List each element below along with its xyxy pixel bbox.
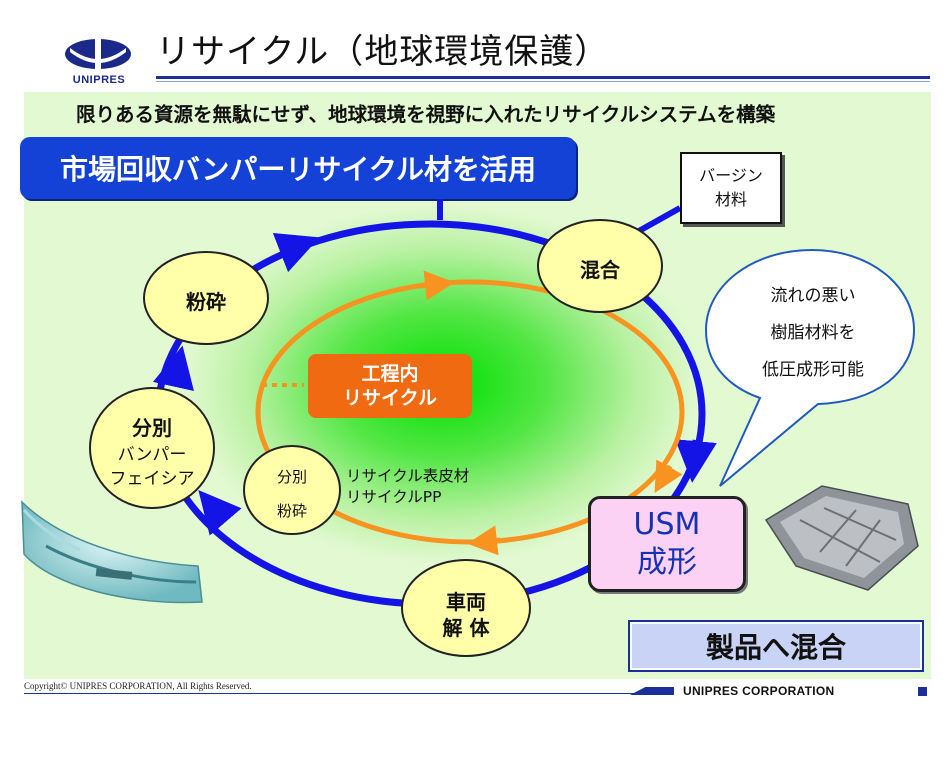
callout-text: 流れの悪い 樹脂材料を 低圧成形可能 [714,278,912,389]
footer-wedge [630,687,674,695]
crushing-label: 粉砕 [186,290,226,314]
logo-text: UNIPRES [72,74,126,86]
footer-square-icon [918,687,927,696]
orange-arrow-top [419,270,455,301]
virgin-label-1: バージン [699,166,763,185]
sorting-sub-label-2: フェイシア [109,469,195,489]
dismantle-label-2: 解 体 [442,616,490,640]
callout-line-1: 流れの悪い [770,286,856,306]
bumper-illustration [21,500,203,604]
orange-arrow-right [654,459,683,494]
copyright-text: Copyright© UNIPRES CORPORATION, All Righ… [24,681,252,691]
usm-molding-box: USM 成形 [588,496,746,592]
inprocess-label-2: リサイクル [342,387,438,409]
inner-sort-label-2: 粉砕 [276,502,307,520]
callout-line-3: 低圧成形可能 [762,360,864,380]
molded-part-illustration [764,485,919,591]
footer-brand: UNIPRES CORPORATION [683,684,835,698]
usm-label-2: 成形 [637,545,697,580]
unipres-logo-icon [65,38,131,70]
usm-label-1: USM [633,507,701,542]
recycle-note-line-1: リサイクル表皮材 [346,467,470,485]
recycle-note-line-2: リサイクルPP [346,488,442,506]
node-inner-sort [243,445,341,535]
virgin-material-box: バージン 材料 [680,152,782,224]
node-dismantle [401,559,531,657]
virgin-label-2: 材料 [714,190,747,209]
subtitle: 限りある資源を無駄にせず、地球環境を視野に入れたリサイクルシステムを構築 [76,103,776,126]
dismantle-label-1: 車両 [446,590,486,614]
market-recovery-banner: 市場回収バンパーリサイクル材を活用 [20,137,576,199]
inprocess-label-1: 工程内 [361,363,419,385]
product-mix-box: 製品へ混合 [628,620,924,672]
title-underline [156,76,930,79]
sorting-sub-label-1: バンパー [117,445,187,465]
callout-bubble [704,248,916,487]
orange-arrow-bottom [467,525,501,556]
node-sorting [89,387,215,509]
title-underline-thin [156,81,930,82]
inner-sort-label-1: 分別 [276,468,307,486]
page-title: リサイクル（地球環境保護） [156,32,610,72]
blue-arrow-top [272,233,320,273]
node-mixing [537,219,663,313]
blue-arrow-right [674,439,717,483]
callout-line-2: 樹脂材料を [770,323,856,343]
sorting-label: 分別 [132,416,172,440]
blue-arrow-left-upper [152,345,194,392]
footer-line [24,693,654,694]
inprocess-recycle-box: 工程内 リサイクル [308,354,472,418]
blue-arrow-left-lower [198,490,242,536]
node-crushing [143,251,269,345]
recycle-materials-note: リサイクル表皮材 リサイクルPP [346,466,469,508]
mixing-label: 混合 [580,258,620,282]
